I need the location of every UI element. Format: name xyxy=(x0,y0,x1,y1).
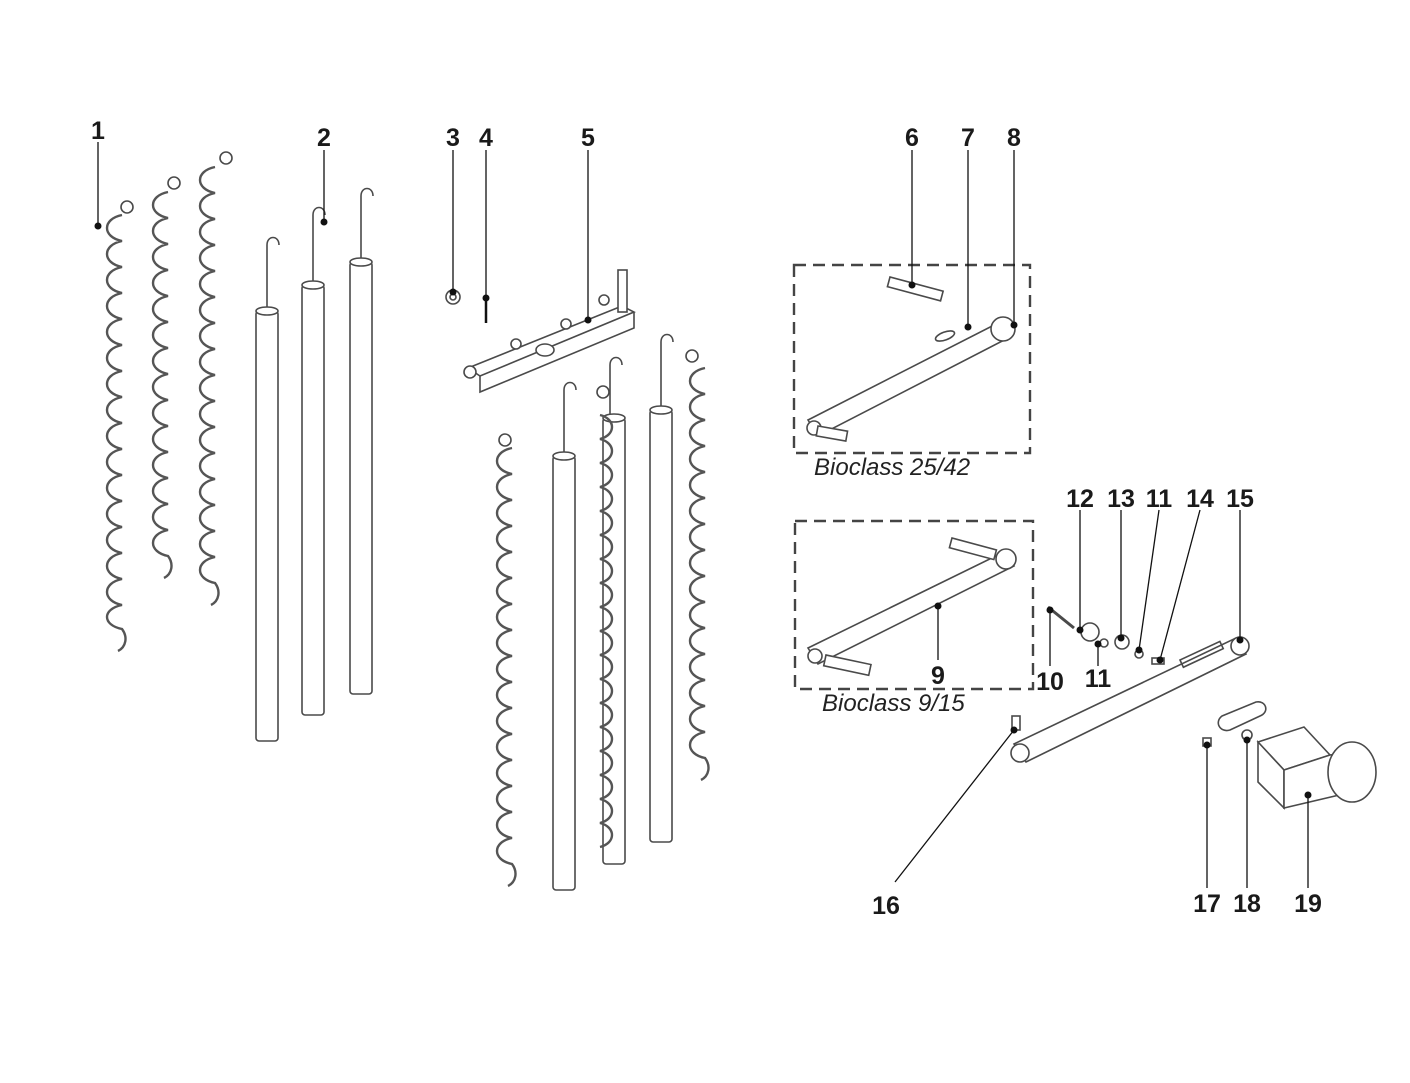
spring-eyelet-3 xyxy=(219,151,233,165)
middle-hardware xyxy=(445,269,636,394)
spring-on-rod xyxy=(599,413,614,849)
dashed-frame-b xyxy=(793,519,1035,691)
callout-3: 3 xyxy=(446,124,460,152)
spring-left-2 xyxy=(151,190,173,580)
springs-rods-group-middle xyxy=(495,333,710,891)
springs-group-left xyxy=(105,151,233,653)
leader-lines xyxy=(94,142,1312,888)
rods-group-left xyxy=(255,187,374,742)
callout-14: 14 xyxy=(1186,485,1214,513)
crank-arm-b xyxy=(806,550,1016,666)
callout-1: 1 xyxy=(91,117,105,145)
crank-arm-a xyxy=(806,321,1014,438)
drive-assembly xyxy=(1010,605,1377,810)
spring-left-3 xyxy=(198,165,220,607)
callout-11-upper: 11 xyxy=(1146,485,1173,513)
callout-labels: 1 2 3 4 5 6 7 8 9 10 11 12 13 11 14 15 1… xyxy=(91,117,1322,920)
callout-19: 19 xyxy=(1294,890,1322,918)
spring-middle-right xyxy=(688,366,710,782)
caption-variant-a: Bioclass 25/42 xyxy=(814,454,970,481)
shaft-part-6 xyxy=(886,276,945,302)
washer-part-12 xyxy=(1080,622,1100,642)
callout-13: 13 xyxy=(1107,485,1135,513)
spring-eyelet-1 xyxy=(120,200,134,214)
rod-left-3 xyxy=(349,261,373,695)
callout-18: 18 xyxy=(1233,890,1261,918)
spring-left-1 xyxy=(105,213,127,653)
callout-6: 6 xyxy=(905,124,919,152)
callout-9: 9 xyxy=(931,662,945,690)
callout-8: 8 xyxy=(1007,124,1021,152)
rod-hook-1 xyxy=(266,236,280,307)
spring-eyelet-2 xyxy=(167,176,181,190)
rod-hook-3 xyxy=(360,187,374,258)
rod-hook-2 xyxy=(312,206,326,281)
rod-middle-3 xyxy=(649,409,673,843)
key-part-7 xyxy=(934,330,956,342)
coupling-part-18 xyxy=(1217,701,1267,732)
callout-12: 12 xyxy=(1066,485,1094,513)
callout-2: 2 xyxy=(317,124,331,152)
callout-15: 15 xyxy=(1226,485,1254,513)
callout-5: 5 xyxy=(581,124,595,152)
callout-10: 10 xyxy=(1036,668,1064,696)
motor-part-19 xyxy=(1256,726,1377,810)
variant-box-b: Bioclass 9/15 xyxy=(793,519,1035,717)
callout-17: 17 xyxy=(1193,890,1221,918)
callout-7: 7 xyxy=(961,124,975,152)
rail-part-5 xyxy=(466,305,636,377)
caption-variant-b: Bioclass 9/15 xyxy=(822,690,965,717)
rod-left-1 xyxy=(255,310,279,742)
spring-middle-1 xyxy=(495,446,517,888)
callout-4: 4 xyxy=(479,124,493,152)
rod-left-2 xyxy=(301,284,325,716)
callout-16: 16 xyxy=(872,892,900,920)
rod-middle-1 xyxy=(552,455,576,891)
callout-11-lower: 11 xyxy=(1085,665,1112,693)
variant-box-a: Bioclass 25/42 xyxy=(792,263,1032,481)
